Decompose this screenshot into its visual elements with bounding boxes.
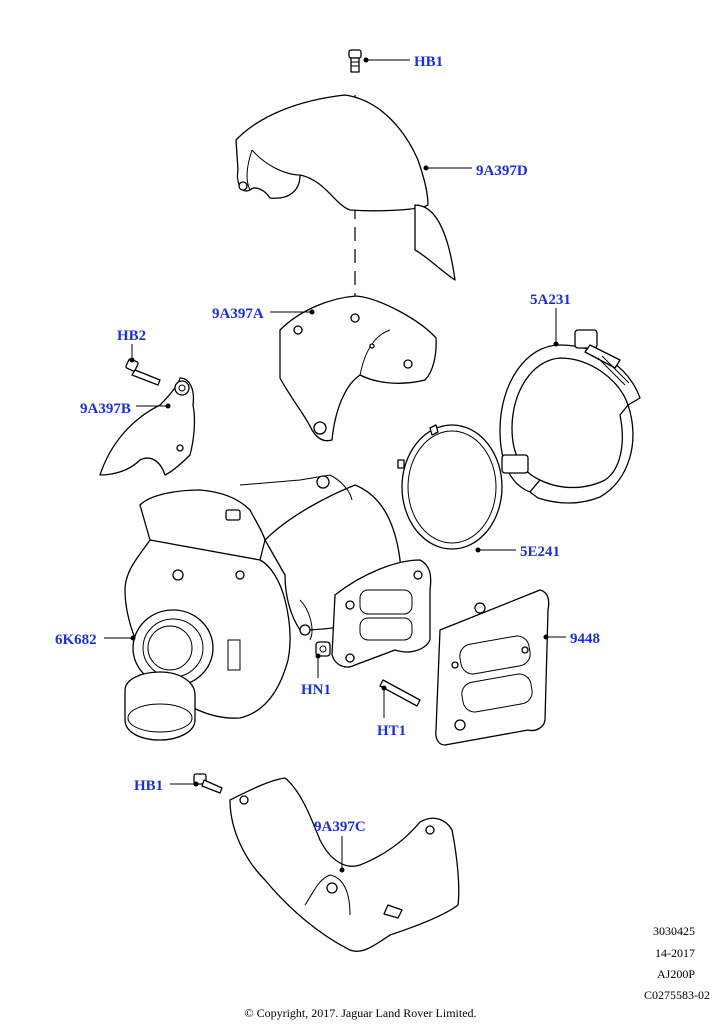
callout-ht1: HT1 (377, 723, 406, 739)
stud-ht1 (379, 679, 421, 707)
info-line-3: AJ200P (656, 967, 695, 981)
callout-hn1: HN1 (301, 682, 331, 698)
callout-labels: HB1 9A397D 9A397A 5A231 HB2 9A397B 5E241… (55, 54, 600, 835)
callout-9a397c: 9A397C (314, 819, 366, 835)
heat-shield-9a397d (235, 94, 456, 281)
gasket-ring-5e241 (397, 424, 503, 550)
turbocharger-6k682 (124, 474, 401, 741)
nut-hn1 (315, 641, 331, 657)
heat-shield-9a397c (229, 777, 460, 952)
heat-shield-9a397a (279, 295, 437, 442)
info-line-2: 14-2017 (655, 946, 695, 960)
callout-9448: 9448 (570, 631, 600, 647)
callout-9a397b: 9A397B (80, 401, 131, 417)
heat-shield-9a397b (99, 377, 196, 476)
callout-5a231: 5A231 (530, 292, 571, 308)
callout-9a397a: 9A397A (212, 306, 264, 322)
copyright-notice: © Copyright, 2017. Jaguar Land Rover Lim… (244, 1006, 477, 1020)
info-line-4: C0275583-02 (644, 988, 710, 1002)
callout-9a397d: 9A397D (476, 163, 528, 179)
callout-hb1-top: HB1 (414, 54, 443, 70)
callout-6k682: 6K682 (55, 632, 97, 648)
bolt-hb2 (125, 358, 161, 386)
bolt-hb1-bottom (193, 773, 223, 794)
callout-hb1-bottom: HB1 (134, 778, 163, 794)
gasket-9448 (435, 589, 550, 746)
leader-lines (104, 57, 566, 873)
vband-clamp-5a231 (499, 329, 641, 504)
turbo-outlet-flange (331, 559, 432, 668)
callout-hb2: HB2 (117, 328, 146, 344)
bolt-hb1-top (348, 49, 362, 73)
callout-5e241: 5E241 (520, 544, 560, 560)
info-line-1: 3030425 (653, 924, 695, 938)
